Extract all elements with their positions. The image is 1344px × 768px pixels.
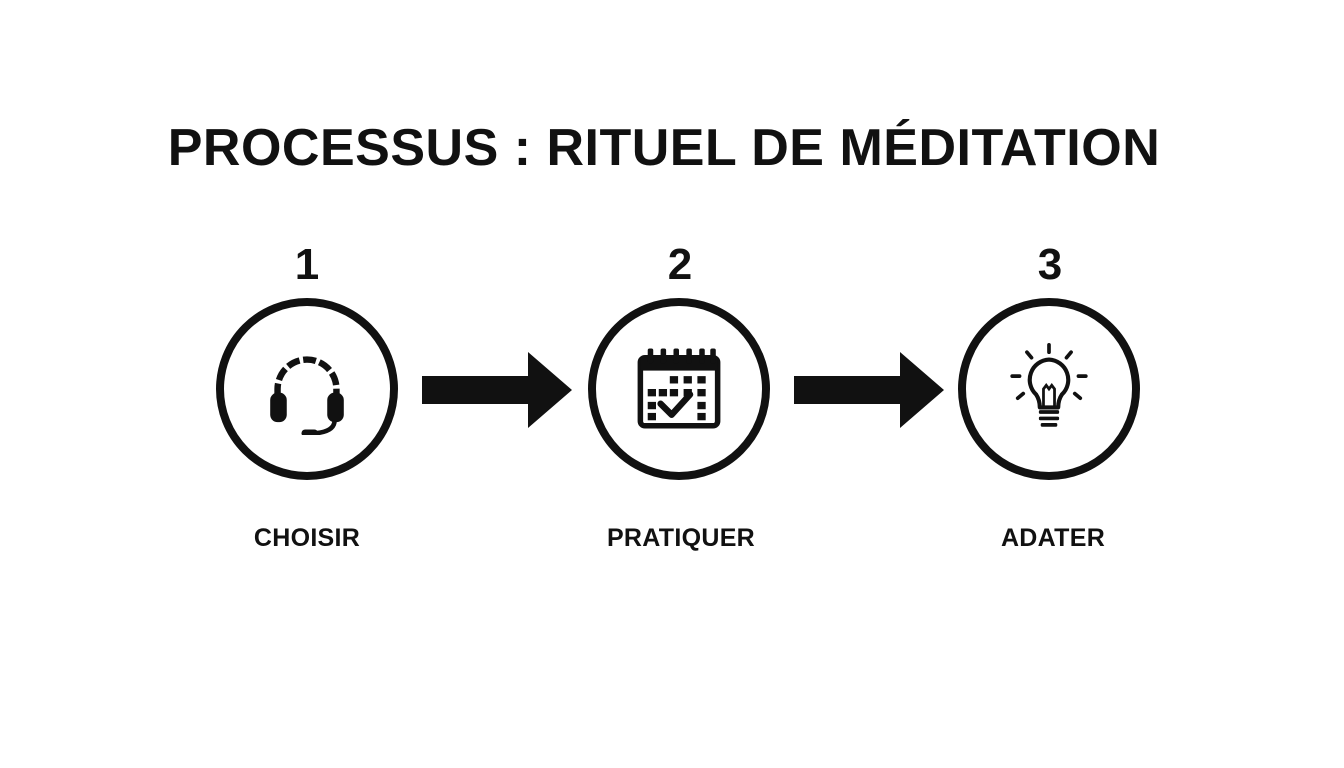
step-1-label: CHOISIR xyxy=(253,524,361,552)
step-1-circle xyxy=(216,298,398,480)
step-2-label: PRATIQUER xyxy=(606,524,756,552)
step-2-number: 2 xyxy=(667,240,693,289)
step-2-circle xyxy=(588,298,770,480)
lightbulb-icon xyxy=(1010,343,1088,427)
calendar-check-icon xyxy=(637,348,721,429)
step-1-number: 1 xyxy=(294,240,320,289)
arrow-right-icon xyxy=(422,352,572,428)
step-3-number: 3 xyxy=(1037,240,1063,289)
step-3-circle xyxy=(958,298,1140,480)
headset-icon xyxy=(270,356,344,435)
page-title: PROCESSUS : RITUEL DE MÉDITATION xyxy=(167,119,1161,177)
step-3-label: ADATER xyxy=(1000,524,1106,552)
arrow-right-icon xyxy=(794,352,944,428)
